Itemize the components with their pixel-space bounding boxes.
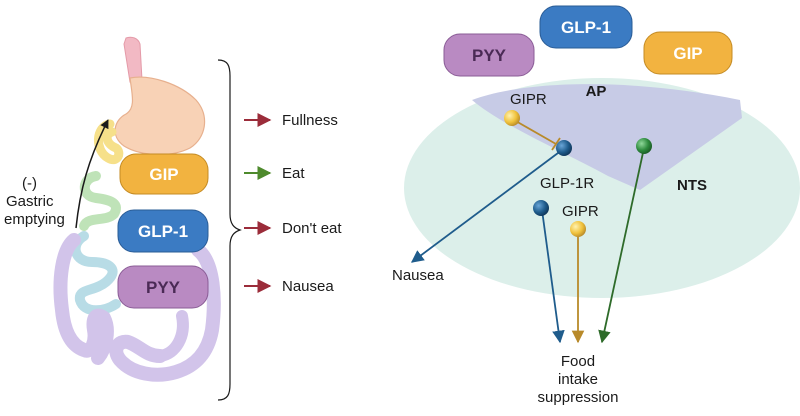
- curly-brace: [217, 59, 242, 401]
- output-line3: suppression: [538, 389, 619, 406]
- gip-label-right: GIP: [673, 44, 702, 63]
- gip-label-left: GIP: [149, 165, 178, 184]
- glp1r-nausea-arrow: [410, 149, 563, 263]
- small-intestine-upper: [79, 171, 121, 231]
- gipr-bottom-receptor: [570, 221, 586, 237]
- gip-pill-left: GIP: [119, 153, 209, 195]
- ap-label: AP: [586, 83, 607, 100]
- small-intestine-lower: [70, 231, 121, 316]
- esophagus: [123, 36, 143, 83]
- glp1r-lower-arrow: [541, 209, 565, 344]
- gipr-top-receptor: [504, 110, 520, 126]
- colon: [53, 233, 221, 382]
- gastric-label-line3: emptying: [4, 211, 65, 228]
- nts-label: NTS: [677, 177, 707, 194]
- brainstem-region: AP NTS: [404, 78, 800, 298]
- green-receptor-arrow: [598, 147, 645, 344]
- gip-pill-right: GIP: [643, 31, 733, 75]
- glp1-pill-right: GLP-1: [539, 5, 633, 49]
- glp1r-receptor-lower: [533, 200, 549, 216]
- glp1r-receptor-top: [556, 140, 572, 156]
- pyy-pill-left: PYY: [117, 265, 209, 309]
- effect-label-eat: Eat: [282, 165, 305, 182]
- effect-label-fullness: Fullness: [282, 112, 338, 129]
- ap-region: [472, 84, 742, 190]
- pyy-pill-right: PYY: [443, 33, 535, 77]
- effect-label-nausea: Nausea: [282, 278, 334, 295]
- effects-list: Fullness Eat Don't eat Nausea: [244, 112, 342, 295]
- gastric-label-line2: Gastric: [6, 193, 54, 210]
- glp1-pill-left: GLP-1: [117, 209, 209, 253]
- gastric-emptying-arrow: [75, 119, 109, 229]
- output-line1: Food: [561, 353, 595, 370]
- stomach: [114, 76, 206, 156]
- gastric-label-line1: (-): [22, 175, 37, 192]
- gut-illustration: [53, 36, 221, 382]
- pyy-label-right: PYY: [472, 46, 507, 65]
- glp1r-label: GLP-1R: [540, 175, 594, 192]
- colon-bottom: [154, 310, 189, 362]
- pyy-label-left: PYY: [146, 278, 181, 297]
- effect-label-dont-eat: Don't eat: [282, 220, 342, 237]
- output-line2: intake: [558, 371, 598, 388]
- glp1-label-left: GLP-1: [138, 222, 188, 241]
- nausea-output-label: Nausea: [392, 267, 444, 284]
- gipr-bottom-label: GIPR: [562, 203, 599, 220]
- gipr-inhibition-line: [513, 119, 557, 145]
- glp1-label-right: GLP-1: [561, 18, 611, 37]
- gipr-top-label: GIPR: [510, 91, 547, 108]
- green-receptor: [636, 138, 652, 154]
- gipr-inhibition-bar: [551, 137, 561, 151]
